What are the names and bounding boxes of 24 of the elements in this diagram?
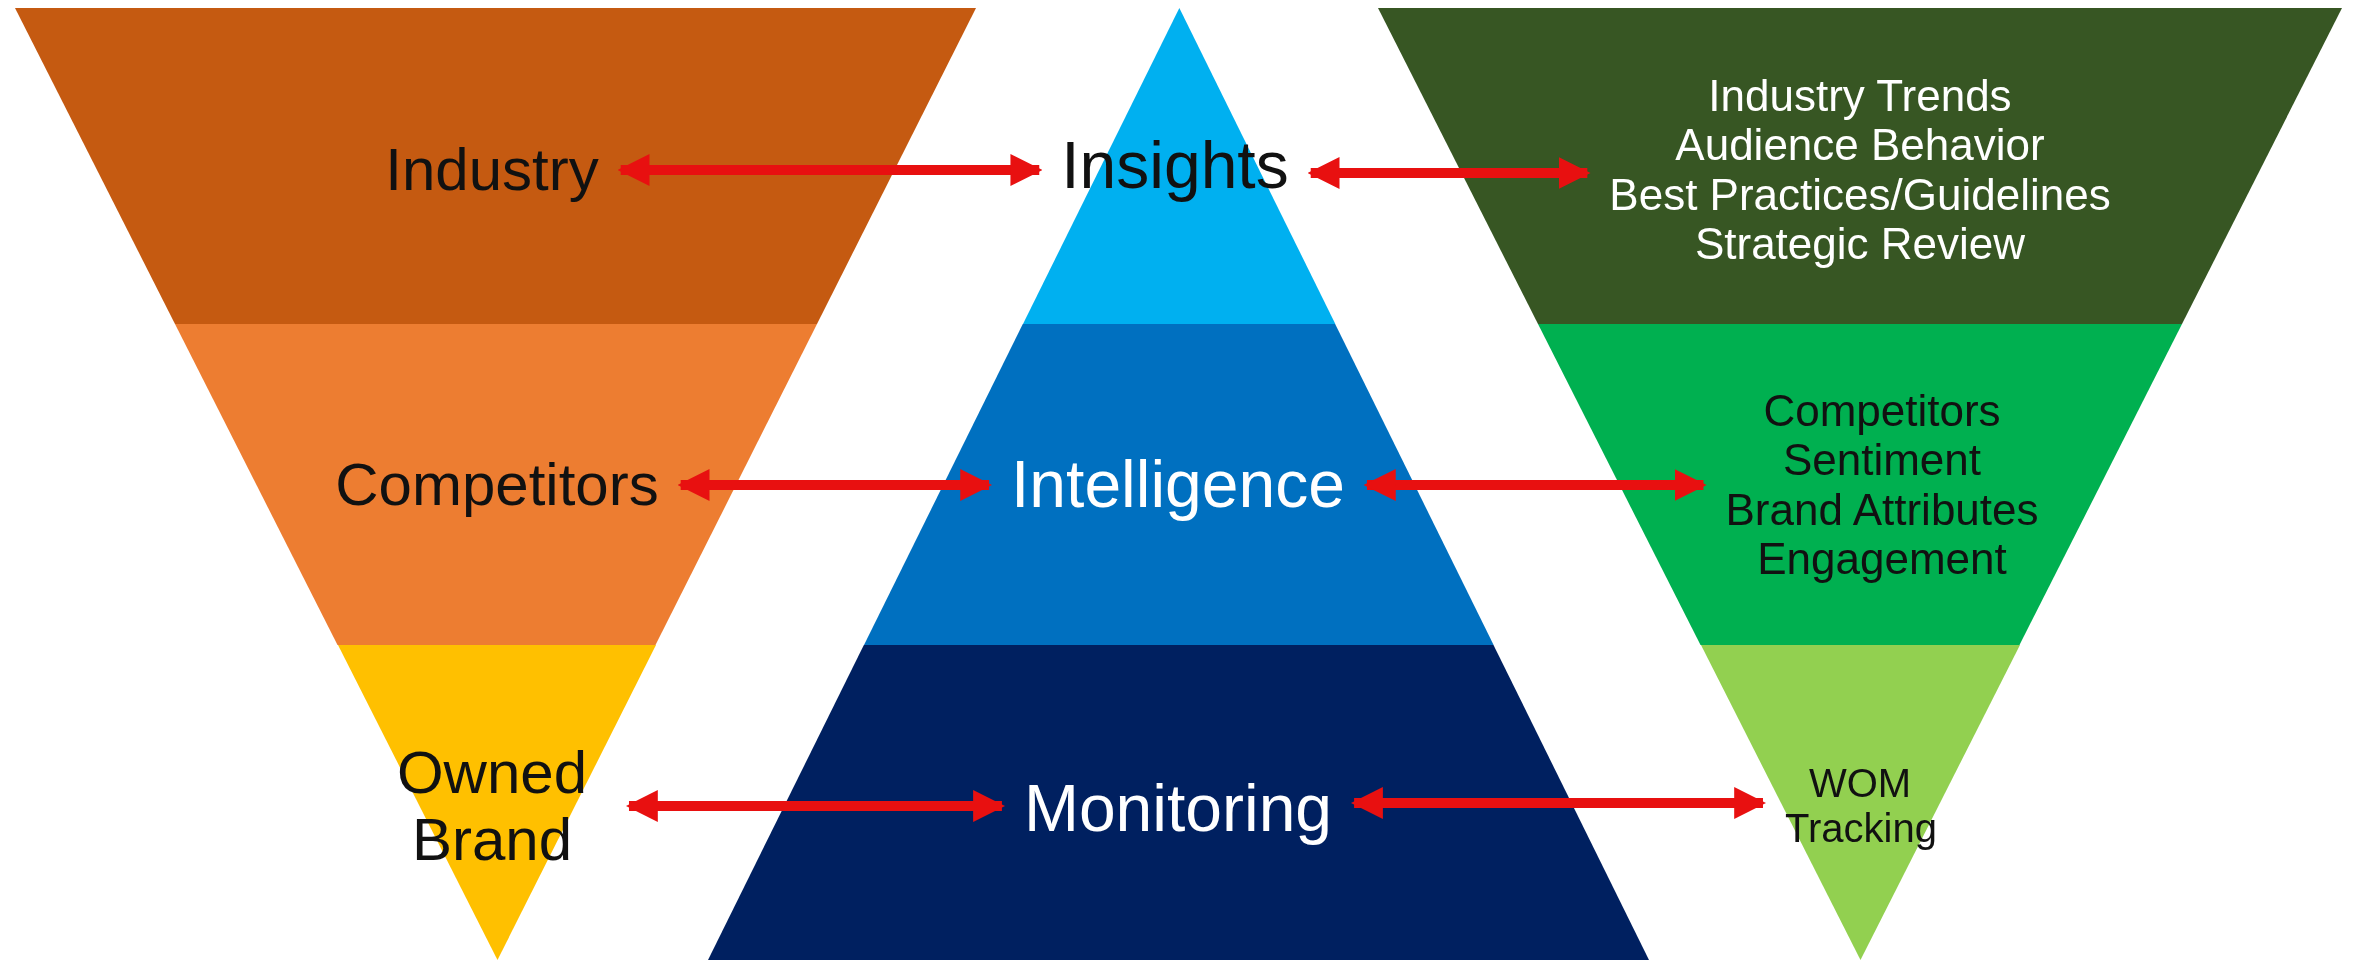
pyramid-band xyxy=(175,324,817,645)
band-label: Competitors xyxy=(335,451,659,519)
double-arrow xyxy=(1350,787,1767,819)
pyramid-band xyxy=(863,324,1494,645)
band-label: Engagement xyxy=(1757,534,2007,584)
band-label: Industry Trends xyxy=(1708,71,2012,121)
band-label: Brand Attributes xyxy=(1725,485,2039,535)
pyramid-band xyxy=(15,8,976,324)
pyramid-band xyxy=(1538,324,2182,645)
band-label: Strategic Review xyxy=(1694,219,2026,269)
double-arrow xyxy=(677,469,993,501)
double-arrow xyxy=(625,790,1006,822)
double-arrow xyxy=(617,154,1043,186)
band-label: Industry xyxy=(385,136,599,204)
band-label: Sentiment xyxy=(1782,435,1982,485)
pyramid-band xyxy=(1378,8,2342,324)
double-arrow xyxy=(1307,157,1591,189)
band-label: Intelligence xyxy=(1011,448,1345,522)
band-label: Best Practices/Guidelines xyxy=(1609,170,2111,220)
pyramid-band xyxy=(708,645,1649,960)
band-label: Monitoring xyxy=(1023,772,1333,846)
band-label: Audience Behavior xyxy=(1675,120,2045,170)
band-label: Competitors xyxy=(1763,386,2001,436)
double-arrow xyxy=(1363,469,1707,501)
